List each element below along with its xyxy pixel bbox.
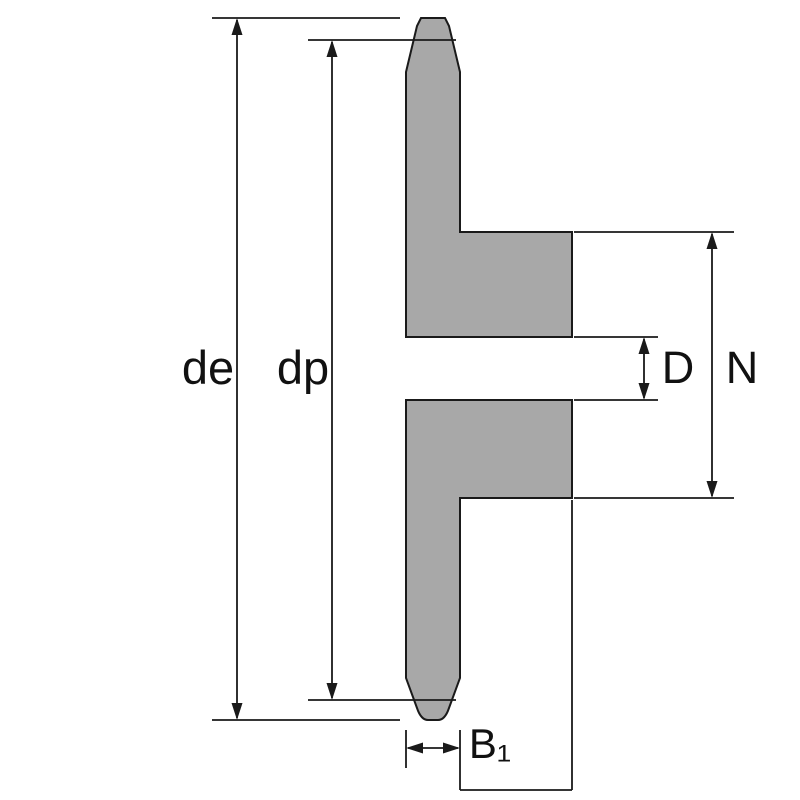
de-arrowhead-down (231, 703, 243, 720)
dimension-B1: B₁ (405, 720, 511, 790)
B1-arrowhead-right (443, 742, 460, 754)
de-label: de (182, 341, 234, 394)
dp-label: dp (277, 341, 329, 394)
hub-width-extension (460, 500, 573, 791)
dimension-D: D (574, 336, 695, 401)
sprocket-body (405, 17, 573, 721)
dp-arrowhead-up (326, 40, 338, 57)
D-arrowhead-down (638, 383, 650, 400)
N-arrowhead-down (706, 481, 718, 498)
D-arrowhead-up (638, 337, 650, 354)
D-label: D (662, 342, 695, 393)
dimension-N: N (574, 231, 759, 499)
B1-arrowhead-left (406, 742, 423, 754)
sprocket-upper-section (405, 17, 573, 338)
sprocket-lower-section (405, 399, 573, 721)
de-arrowhead-up (231, 18, 243, 35)
dp-arrowhead-down (326, 683, 338, 700)
dimension-de: de (182, 17, 400, 721)
N-label: N (726, 342, 759, 393)
B1-label: B₁ (469, 720, 511, 767)
dimension-dp: dp (277, 39, 456, 701)
N-arrowhead-up (706, 232, 718, 249)
